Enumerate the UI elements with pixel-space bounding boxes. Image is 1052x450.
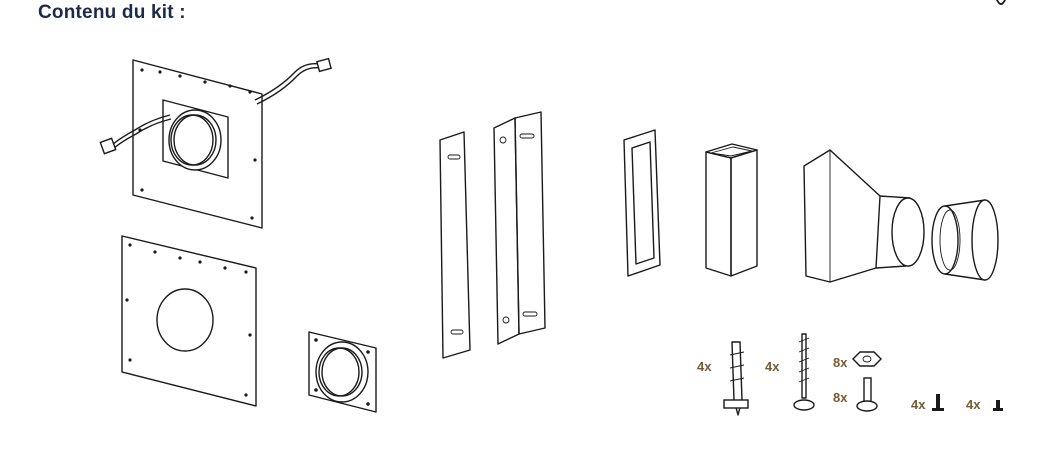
bolt-icon	[856, 377, 878, 412]
wood-screw-icon	[793, 333, 815, 411]
small-screw-a-quantity: 4x	[911, 397, 926, 412]
rectangular-duct-icon	[705, 143, 758, 277]
partial-logo-icon	[996, 0, 1006, 5]
nut-quantity: 8x	[833, 355, 848, 370]
wall-anchor-quantity: 4x	[697, 359, 712, 374]
fan-flange-icon	[308, 331, 377, 413]
duct-frame-icon	[623, 129, 661, 277]
nut-icon	[852, 351, 882, 367]
wood-screw-quantity: 4x	[765, 359, 780, 374]
transition-adapter-icon	[803, 149, 925, 283]
wall-anchor-icon	[723, 341, 749, 416]
small-screw-b-quantity: 4x	[966, 397, 981, 412]
small-screw-a-icon	[932, 394, 944, 411]
bolt-quantity: 8x	[833, 390, 848, 405]
page-title: Contenu du kit :	[38, 2, 186, 23]
blank-plate-icon	[121, 235, 257, 407]
small-screw-b-icon	[993, 400, 1003, 411]
mounting-plate-with-fan-icon	[99, 57, 332, 229]
round-collar-icon	[931, 199, 999, 281]
mounting-rail-icon	[439, 111, 546, 359]
